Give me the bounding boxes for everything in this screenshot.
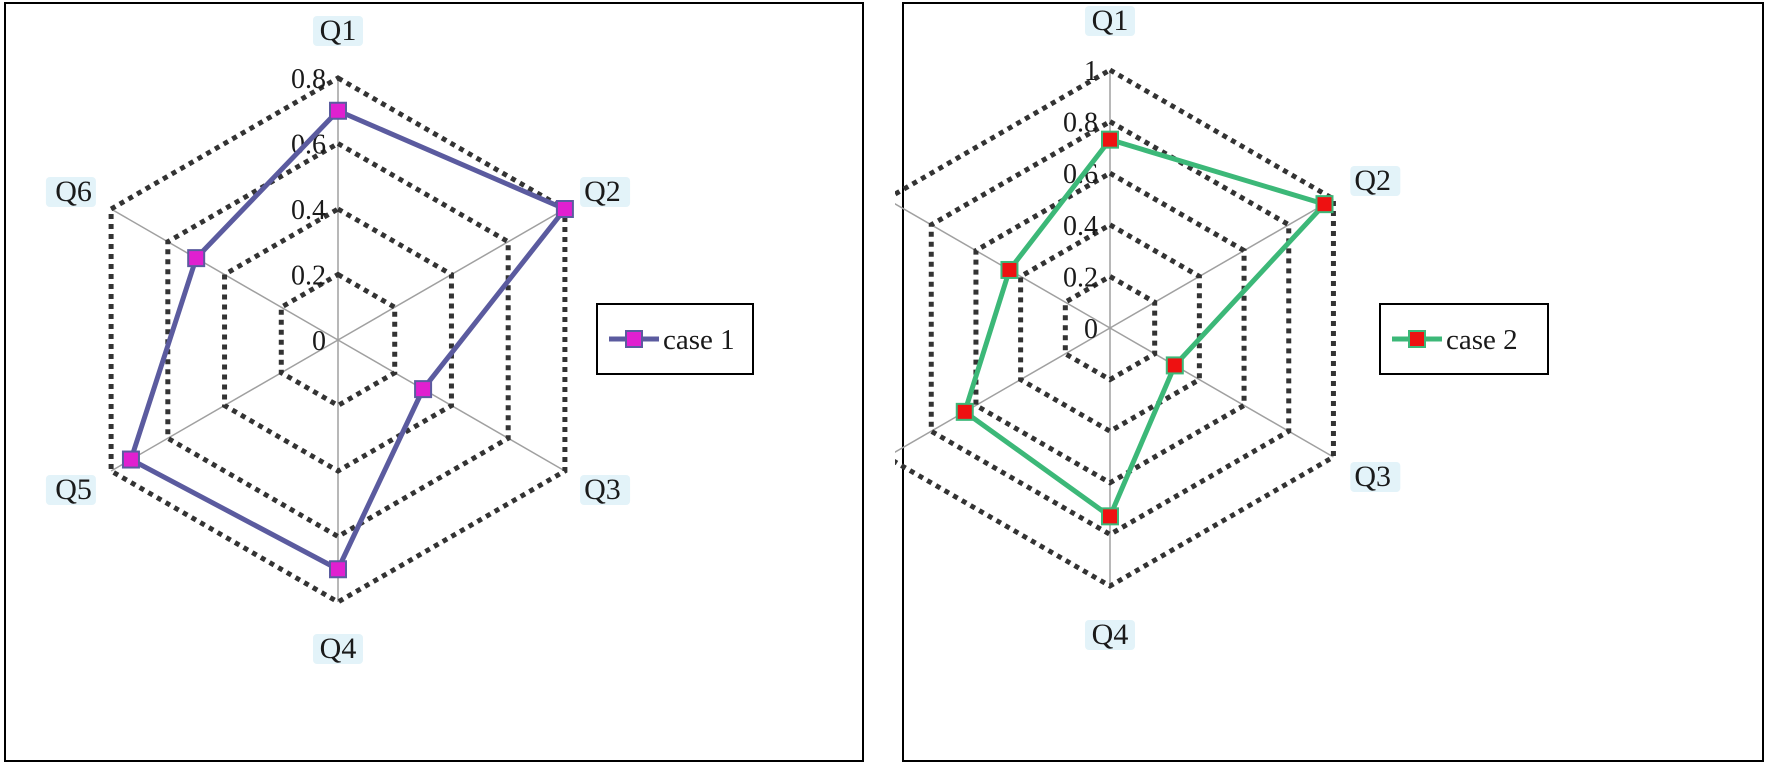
radar-chart-2: 00.20.40.60.81Q1Q2Q3Q4Q5Q6case 2 (895, 2, 1764, 762)
category-highlight (313, 16, 363, 46)
data-point-q3 (1165, 356, 1184, 375)
tick-label: 0 (1084, 314, 1098, 345)
category-highlight (580, 177, 631, 207)
tick-label: 0 (312, 326, 326, 357)
grid-ring-3 (165, 140, 511, 540)
tick-label: 0.4 (291, 195, 326, 226)
category-highlight (1350, 166, 1401, 196)
axis-spoke-q6 (895, 203, 1111, 329)
category-label-q1: Q1 (320, 14, 357, 47)
data-point-q2 (555, 200, 574, 218)
category-label-q3: Q3 (584, 473, 621, 506)
category-label-q3: Q3 (1354, 460, 1391, 493)
category-label-q5: Q5 (55, 473, 92, 506)
category-label-q2: Q2 (584, 175, 621, 208)
axis-spoke-q2 (1109, 198, 1334, 329)
axis-spoke-q5 (895, 327, 1111, 453)
category-label-q6: Q6 (55, 175, 92, 208)
tick-label: 0.8 (1063, 108, 1098, 139)
grid-ring-2 (1018, 221, 1202, 435)
data-point-q2 (1315, 195, 1334, 214)
data-point-q6 (1000, 260, 1019, 279)
tick-label: 0.4 (1063, 211, 1098, 242)
data-point-q3 (414, 380, 433, 399)
grid-ring-4 (928, 118, 1292, 538)
category-highlight (580, 475, 631, 505)
category-highlight (1085, 620, 1135, 650)
legend-label: case 1 (663, 324, 735, 356)
axis-spoke-q3 (1109, 327, 1334, 458)
data-point-q1 (329, 101, 347, 120)
grid-ring-2 (222, 206, 454, 474)
legend-label: case 2 (1446, 324, 1518, 356)
legend-marker (1408, 330, 1426, 348)
radar-chart-panel-2: 00.20.40.60.81Q1Q2Q3Q4Q5Q6case 2 (895, 0, 1770, 765)
category-highlight (1085, 6, 1135, 36)
grid-ring-1 (1062, 273, 1158, 383)
category-label-q1: Q1 (1092, 4, 1129, 37)
category-label-q2: Q2 (1354, 164, 1391, 197)
tick-label: 0.8 (291, 64, 326, 95)
category-label-q4: Q4 (1092, 618, 1129, 651)
data-point-q5 (955, 402, 974, 421)
legend-marker (625, 330, 643, 348)
category-highlight (313, 634, 363, 664)
data-point-q1 (1101, 130, 1119, 149)
chart-frame (4, 2, 864, 762)
grid-ring-3 (973, 170, 1247, 486)
category-highlight (45, 177, 96, 207)
grid-ring-5 (895, 67, 1336, 589)
data-point-q4 (329, 560, 347, 579)
data-point-q5 (121, 450, 140, 469)
tick-label: 0.2 (1063, 262, 1098, 293)
category-highlight (45, 475, 96, 505)
category-highlight (1350, 462, 1401, 492)
data-point-q6 (187, 249, 206, 268)
tick-label: 0.2 (291, 261, 326, 292)
category-label-q4: Q4 (320, 632, 357, 665)
tick-label: 1 (1084, 56, 1098, 87)
data-point-q4 (1101, 507, 1119, 526)
